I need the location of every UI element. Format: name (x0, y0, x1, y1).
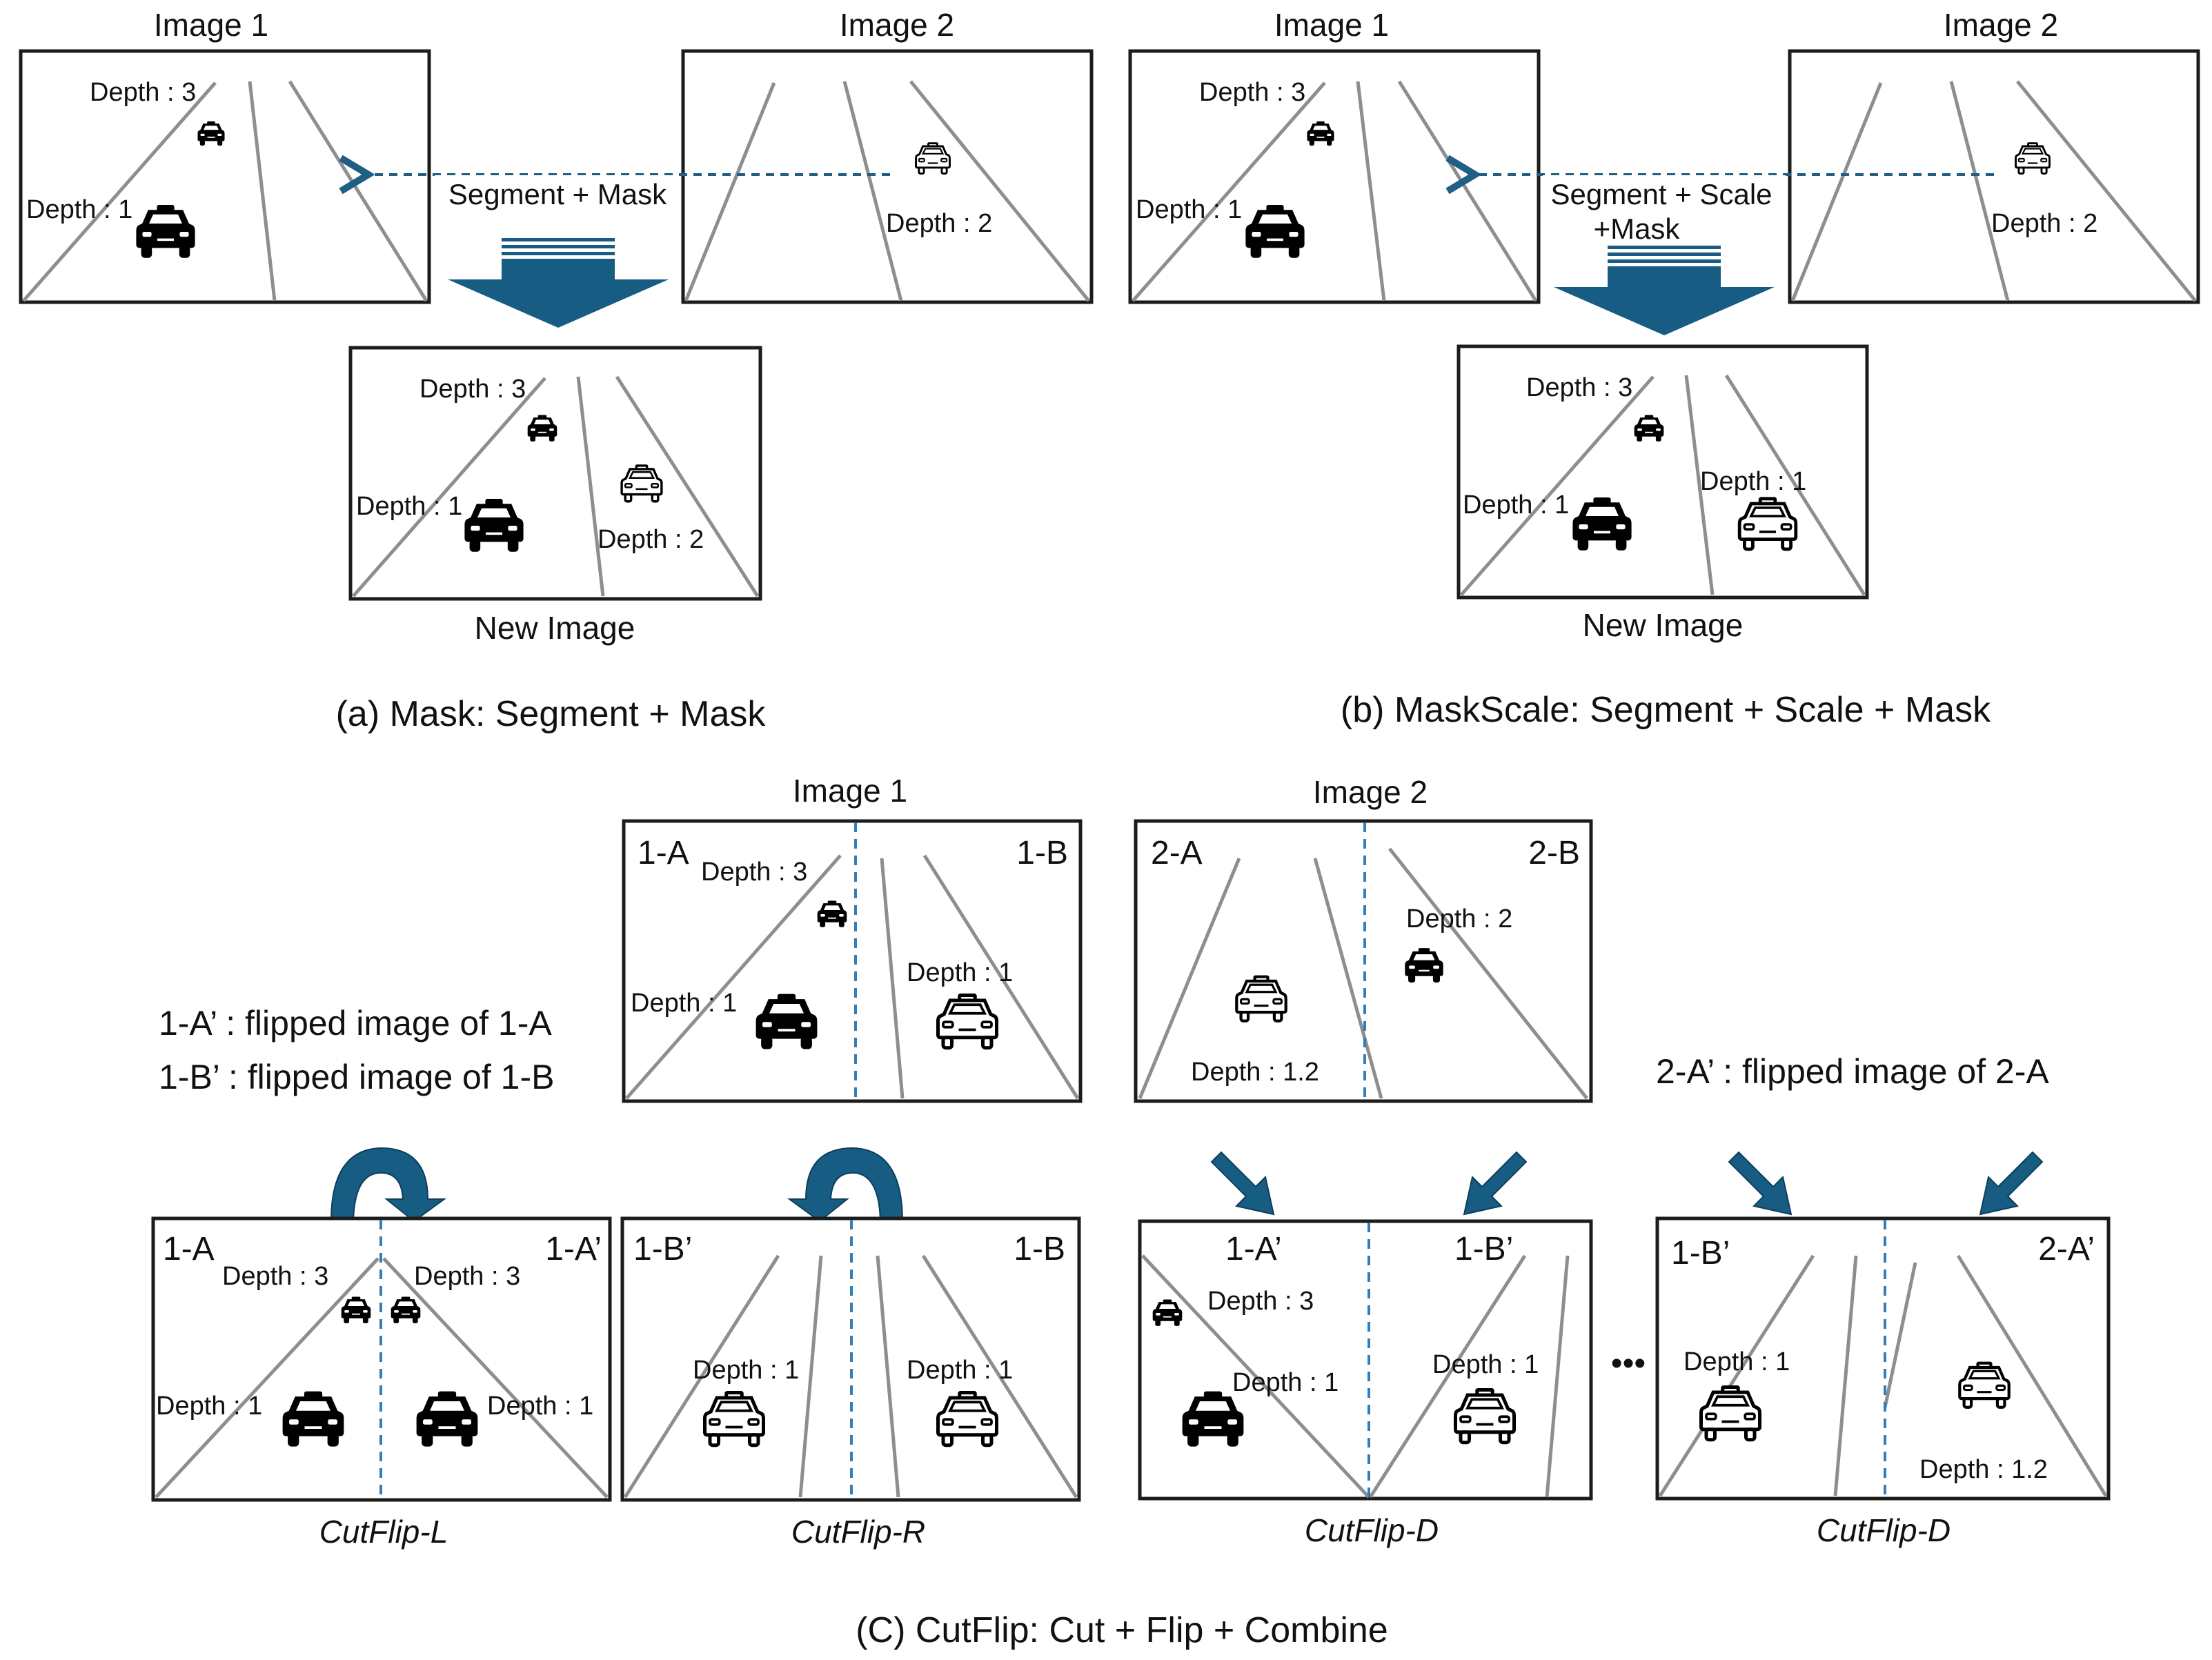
depth-label: Depth : 1 (487, 1392, 593, 1421)
cutflip-l-image: 1-A 1-A’ Depth : 3 Depth : 3 Depth : 1 D… (151, 1216, 612, 1502)
diagonal-arrow-icon (1463, 1152, 1527, 1215)
panel-b-new-image: Depth : 3 Depth : 1 Depth : 1 (1456, 344, 1869, 600)
panel-a-new-image-title: New Image (475, 610, 635, 646)
depth-label: Depth : 1.2 (1919, 1455, 2048, 1484)
cutflip-d1-image: 1-A’ 1-B’ Depth : 3 Depth : 1 Depth : 1 (1138, 1219, 1593, 1501)
curved-flip-arrow-icon (330, 1147, 447, 1223)
panel-a-new-image: Depth : 3 Depth : 1 Depth : 2 (348, 346, 762, 601)
depth-label: Depth : 3 (222, 1262, 328, 1291)
depth-label: Depth : 1 (631, 989, 737, 1018)
depth-label: Depth : 1 (1700, 467, 1806, 496)
panel-c: Image 1 Image 2 1-A 1-B Depth : 3 Depth … (151, 773, 2111, 1650)
depth-label: Depth : 1 (907, 1356, 1013, 1385)
segment-label: 1-B (1014, 1231, 1065, 1267)
cutflip-d2-caption: CutFlip-D (1817, 1512, 1951, 1548)
panel-a-image1-title: Image 1 (154, 7, 268, 43)
panel-c-image1-title: Image 1 (793, 773, 907, 809)
depth-label: Depth : 3 (1207, 1287, 1314, 1316)
diagonal-arrow-icon (1211, 1152, 1274, 1215)
depth-label: Depth : 3 (419, 375, 526, 404)
depth-label: Depth : 3 (414, 1262, 520, 1291)
segment-label: 2-A (1151, 835, 1203, 871)
cutflip-l-caption: CutFlip-L (319, 1514, 448, 1550)
segment-label: 2-A’ (2038, 1231, 2095, 1267)
depth-label: Depth : 1 (1463, 491, 1569, 520)
depth-label: Depth : 1 (156, 1392, 262, 1421)
diagonal-arrow-icon (1979, 1152, 2043, 1215)
panel-c-caption: (C) CutFlip: Cut + Flip + Combine (856, 1610, 1388, 1650)
segment-label: 1-A’ (1225, 1231, 1282, 1267)
curved-flip-arrow-icon (787, 1147, 904, 1223)
segment-label: 1-B (1016, 835, 1068, 871)
depth-label: Depth : 1 (1683, 1347, 1790, 1376)
segment-label: 1-B’ (633, 1231, 692, 1267)
panel-c-image1: 1-A 1-B Depth : 3 Depth : 1 Depth : 1 (622, 819, 1083, 1103)
depth-label: Depth : 1 (1136, 195, 1242, 224)
down-arrow-icon (1554, 246, 1775, 335)
panel-b: Image 1 Image 2 Depth : 3 Depth : 1 Dept… (1128, 7, 2200, 730)
depth-label: Depth : 2 (886, 209, 992, 238)
panel-b-new-image-title: New Image (1583, 607, 1744, 643)
panel-c-image2: 2-A 2-B Depth : 1.2 Depth : 2 (1134, 819, 1593, 1103)
depth-label: Depth : 3 (90, 78, 196, 107)
panel-b-image2: Depth : 2 (1788, 49, 2200, 304)
depth-label: Depth : 1 (1232, 1368, 1339, 1397)
panel-c-image2-title: Image 2 (1313, 774, 1428, 810)
panel-b-image2-title: Image 2 (1944, 7, 2058, 43)
panel-b-image1-title: Image 1 (1274, 7, 1389, 43)
depth-label: Depth : 1 (356, 492, 462, 521)
depth-label: Depth : 3 (1526, 373, 1632, 402)
operation-label: +Mask (1594, 213, 1681, 245)
depth-label: Depth : 1 (693, 1356, 799, 1385)
segment-label: 1-B’ (1671, 1235, 1730, 1272)
flip-note: 1-B’ : flipped image of 1-B (159, 1058, 554, 1096)
depth-label: Depth : 1 (907, 958, 1013, 987)
flip-note: 1-A’ : flipped image of 1-A (159, 1004, 552, 1043)
segment-label: 1-A (163, 1231, 215, 1267)
depth-label: Depth : 3 (701, 858, 807, 887)
diagonal-arrow-icon (1728, 1152, 1792, 1215)
depth-label: Depth : 1 (26, 195, 132, 224)
cutflip-d1-caption: CutFlip-D (1305, 1512, 1439, 1548)
cutflip-r-image: 1-B’ 1-B Depth : 1 Depth : 1 (620, 1216, 1081, 1502)
cutflip-r-caption: CutFlip-R (791, 1514, 925, 1550)
depth-label: Depth : 2 (1406, 905, 1512, 933)
down-arrow-icon (448, 238, 669, 328)
panel-a-image1: Depth : 3 Depth : 1 (19, 49, 431, 304)
depth-label: Depth : 3 (1199, 78, 1305, 107)
panel-b-image1: Depth : 3 Depth : 1 (1128, 49, 1541, 304)
segment-label: 1-B’ (1454, 1231, 1513, 1267)
segment-label: 2-B (1528, 835, 1580, 871)
depth-label: Depth : 2 (1991, 209, 2097, 238)
flip-note: 2-A’ : flipped image of 2-A (1656, 1052, 2049, 1091)
panel-a: Image 1 Image 2 Depth : 3 Depth : 1 Dept… (19, 7, 1094, 734)
segment-label: 1-A (638, 835, 689, 871)
segment-label: 1-A’ (545, 1231, 602, 1267)
panel-b-caption: (b) MaskScale: Segment + Scale + Mask (1341, 690, 1991, 730)
operation-label: Segment + Scale (1550, 178, 1772, 210)
panel-a-image2-title: Image 2 (840, 7, 954, 43)
depth-label: Depth : 1.2 (1191, 1058, 1319, 1087)
cutflip-d2-image: 1-B’ 2-A’ Depth : 1 Depth : 1.2 (1655, 1216, 2111, 1501)
panel-a-image2: Depth : 2 (681, 49, 1094, 304)
panel-a-caption: (a) Mask: Segment + Mask (336, 694, 767, 734)
ellipsis: ••• (1611, 1345, 1646, 1382)
depth-label: Depth : 1 (1432, 1350, 1539, 1379)
depth-label: Depth : 2 (598, 525, 704, 554)
operation-label: Segment + Mask (448, 178, 667, 210)
